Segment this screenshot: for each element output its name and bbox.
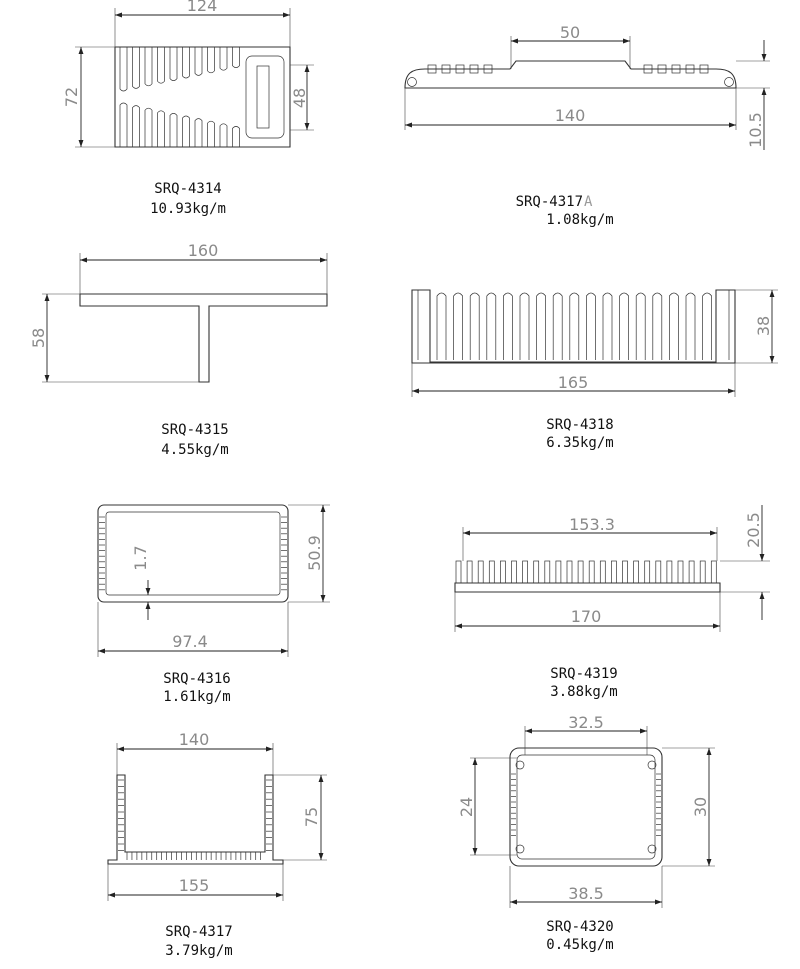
profile-srq-4314: 124 72 48 SRQ-4314 10.93kg/m [62,0,314,217]
profile-srq-4317a: 50 140 10.5 SRQ-4317 A 1.08kg/m [404,23,770,228]
profile-srq-4315: 160 58 SRQ-4315 4.55kg/m [29,241,328,458]
model-label: SRQ-4318 [546,417,613,433]
weight-label: 1.61kg/m [163,689,230,705]
model-label: SRQ-4320 [546,919,613,935]
dimension-inner-height: 24 [457,797,476,817]
dimension-inner-height: 48 [290,88,309,108]
model-label: SRQ-4315 [161,422,228,438]
model-label: SRQ-4316 [163,671,230,687]
dimension-height: 58 [29,328,48,348]
profile-drawing-srq-4315 [79,293,328,383]
profile-srq-4320: 32.5 24 30 38.5 SRQ-4320 0.45kg/m [457,713,715,953]
weight-label: 1.08kg/m [546,212,613,228]
profile-drawing-srq-4316 [97,504,289,603]
dimension-width: 155 [179,876,210,895]
dimension-width: 165 [558,373,589,392]
model-label: SRQ-4314 [154,181,221,197]
weight-label: 6.35kg/m [546,435,613,451]
dimension-width: 124 [187,0,218,15]
dimension-height: 38 [754,316,773,336]
dimension-inner-width: 140 [179,730,210,749]
dimension-height: 20.5 [744,512,763,548]
dimension-width: 97.4 [172,632,208,651]
profile-srq-4318: 38 165 SRQ-4318 6.35kg/m [411,289,778,451]
model-label: SRQ-4319 [550,666,617,682]
profile-drawing-srq-4320 [509,747,663,867]
model-label: SRQ-4317 [516,194,583,210]
profile-drawing-srq-4317a [404,60,737,89]
profile-drawing-srq-4317 [107,774,284,865]
profile-srq-4317: 140 75 155 SRQ-4317 3.79kg/m [107,730,327,959]
weight-label: 3.88kg/m [550,684,617,700]
model-suffix: A [584,194,593,210]
dimension-height: 72 [62,87,81,107]
weight-label: 4.55kg/m [161,442,228,458]
dimension-width: 38.5 [568,884,604,903]
dimension-fin-span: 153.3 [569,515,615,534]
dimension-height: 50.9 [305,535,324,571]
dimension-width: 170 [571,607,602,626]
profile-srq-4316: 50.9 1.7 97.4 SRQ-4316 1.61kg/m [97,504,330,705]
dimension-height: 30 [691,797,710,817]
profile-drawing-srq-4318 [411,289,736,364]
profile-drawing-srq-4314 [114,46,291,148]
dimension-center-width: 50 [560,23,580,42]
dimension-wall: 1.7 [131,545,150,570]
model-label: SRQ-4317 [165,924,232,940]
dimension-width: 140 [555,106,586,125]
weight-label: 10.93kg/m [150,201,226,217]
dimension-thickness: 10.5 [746,112,765,148]
profile-drawing-srq-4319 [454,560,721,593]
weight-label: 3.79kg/m [165,943,232,959]
weight-label: 0.45kg/m [546,937,613,953]
dimension-inner-width: 32.5 [568,713,604,732]
profile-srq-4319: 153.3 20.5 170 SRQ-4319 3.88kg/m [454,505,770,700]
dimension-width: 160 [188,241,219,260]
dimension-height: 75 [302,807,321,827]
